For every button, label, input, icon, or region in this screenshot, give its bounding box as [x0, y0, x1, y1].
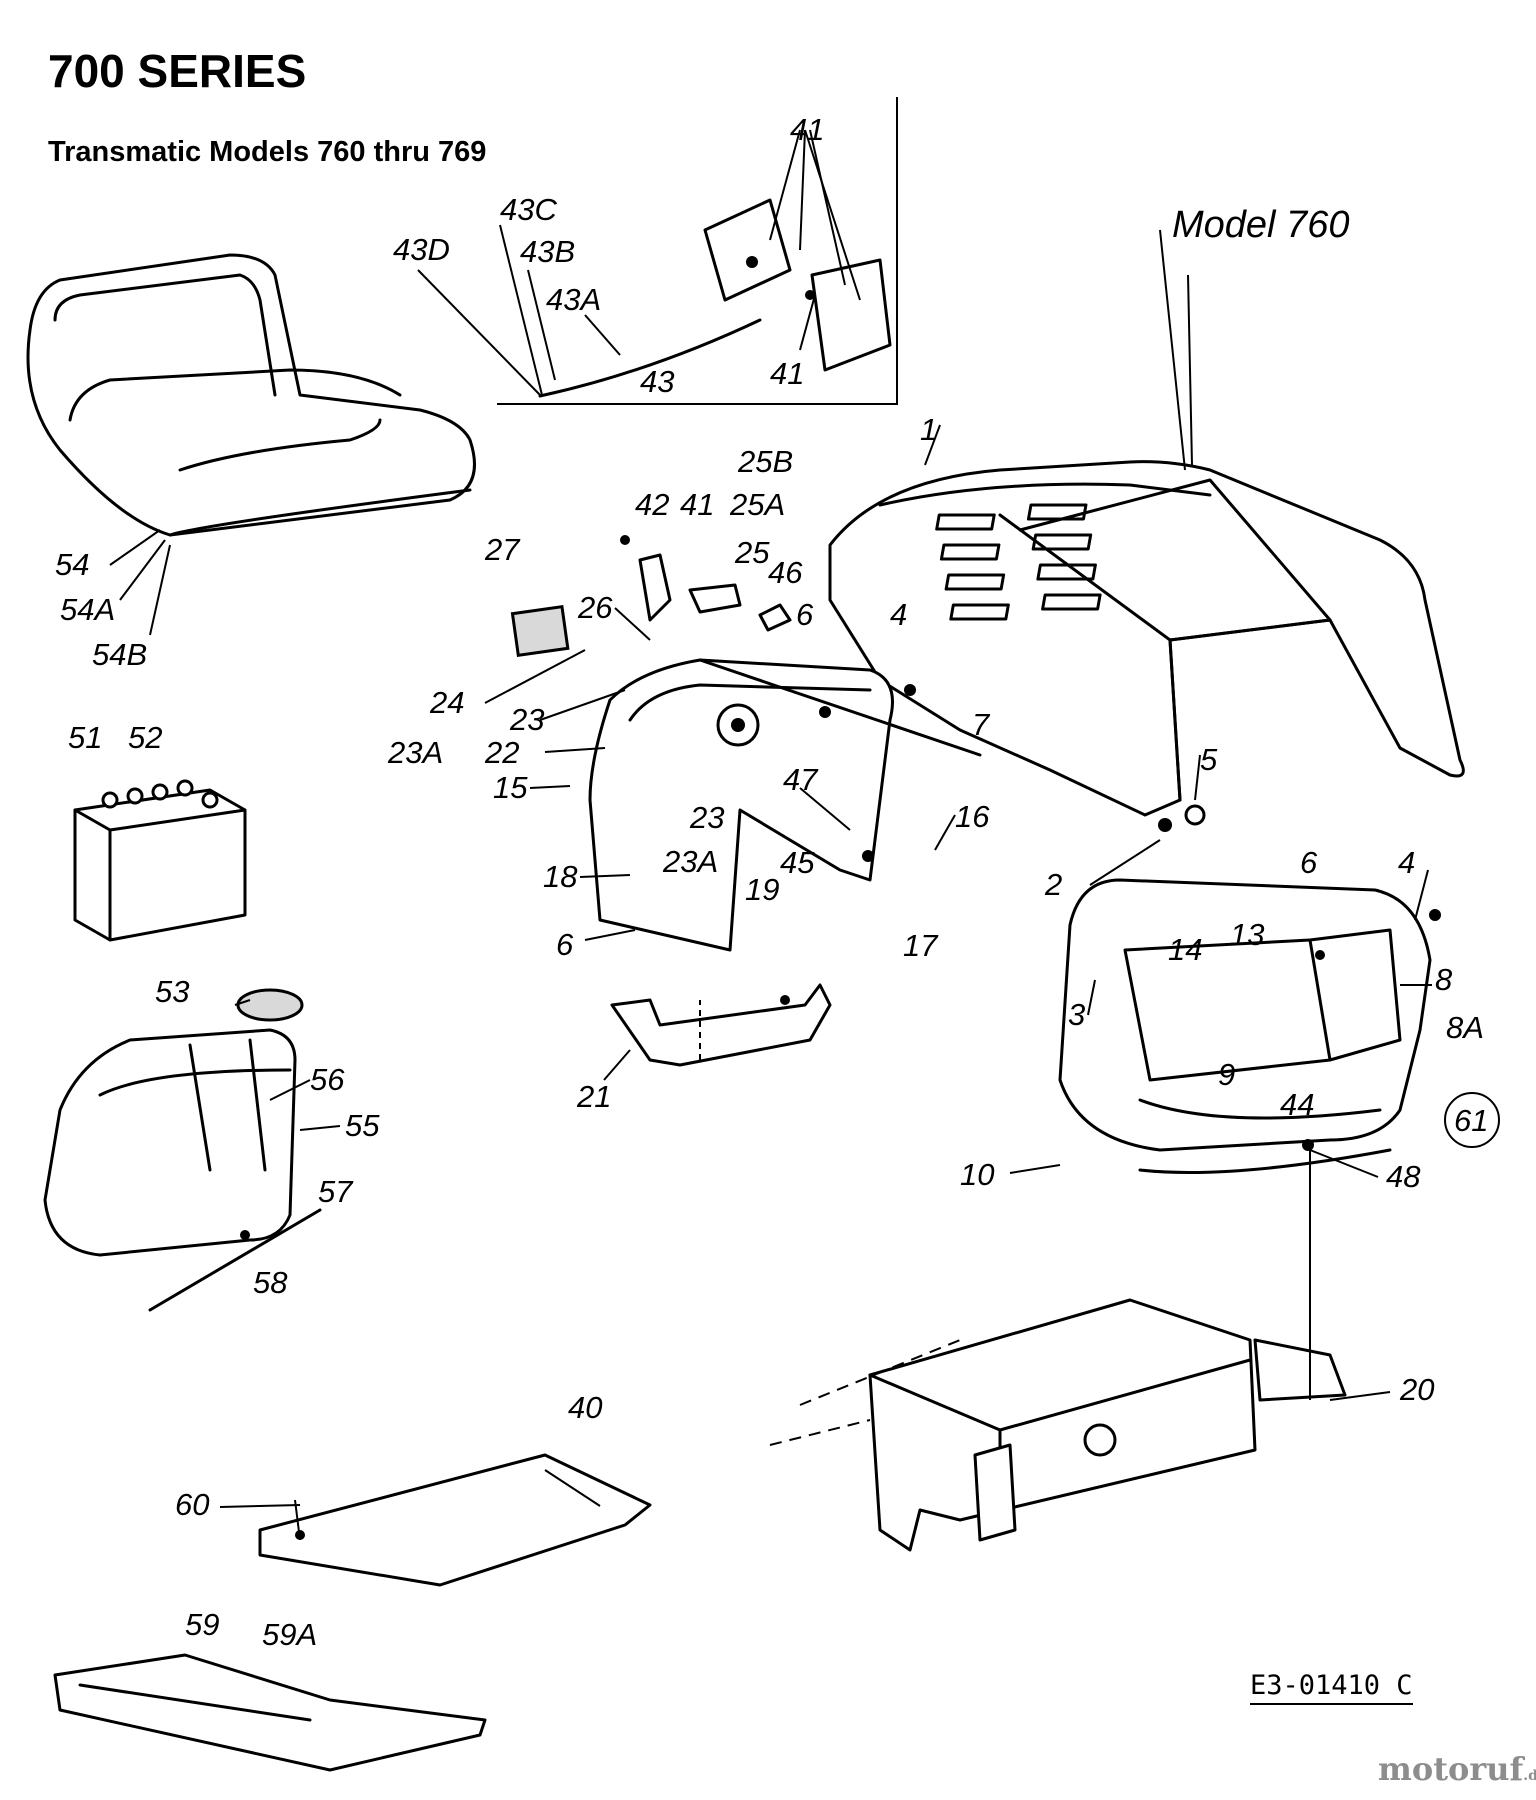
callout-55: 55: [345, 1108, 380, 1143]
callout-17: 17: [903, 928, 939, 963]
callout-59: 59: [185, 1607, 219, 1642]
callout-46: 46: [768, 555, 803, 590]
seat: [26, 253, 476, 636]
watermark-suffix: .de: [1523, 1768, 1536, 1784]
chassis-frame: [769, 1150, 1347, 1552]
callout-47: 47: [783, 762, 819, 797]
watermark: motoruf.de: [1378, 1750, 1536, 1788]
callout-43C: 43C: [500, 192, 557, 227]
callout-6-lower: 6: [556, 927, 574, 962]
callout-59A: 59A: [262, 1617, 317, 1652]
callout-54A: 54A: [60, 592, 115, 627]
battery: [73, 779, 247, 942]
callout-22: 22: [484, 735, 519, 770]
callout-7: 7: [972, 707, 991, 742]
callout-56: 56: [310, 1062, 345, 1097]
callout-20: 20: [1399, 1372, 1434, 1407]
callout-44: 44: [1280, 1087, 1314, 1122]
hood-vents: [935, 503, 1102, 621]
callout-2: 2: [1044, 867, 1062, 902]
callout-54: 54: [55, 547, 89, 582]
callout-24: 24: [429, 685, 464, 720]
callout-4-top: 4: [890, 597, 907, 632]
callout-45: 45: [780, 845, 815, 880]
callout-26: 26: [577, 590, 613, 625]
callout-57: 57: [318, 1174, 354, 1209]
dash-panel: [510, 535, 982, 952]
model-label: Model 760: [1172, 204, 1350, 246]
callout-48: 48: [1386, 1159, 1421, 1194]
callout-8A: 8A: [1446, 1010, 1484, 1045]
pedal-bracket: [610, 983, 832, 1067]
callout-23-left: 23: [509, 702, 544, 737]
callout-14: 14: [1168, 932, 1202, 967]
callout-52: 52: [128, 720, 162, 755]
callout-40: 40: [568, 1390, 602, 1425]
grille: [1058, 878, 1441, 1174]
callout-3: 3: [1068, 997, 1085, 1032]
callout-13: 13: [1230, 917, 1264, 952]
callout-53: 53: [155, 974, 189, 1009]
callout-23A-center: 23A: [662, 844, 718, 879]
callout-10: 10: [960, 1157, 994, 1192]
callout-43: 43: [640, 364, 674, 399]
callout-1: 1: [920, 412, 937, 447]
callout-61-ring: [1444, 1092, 1500, 1148]
callout-43D: 43D: [393, 232, 450, 267]
callout-4-right: 4: [1398, 845, 1415, 880]
callout-25B: 25B: [737, 444, 793, 479]
drawing-code: E3-01410 C: [1250, 1670, 1413, 1705]
callout-23A-left: 23A: [387, 735, 443, 770]
callout-54B: 54B: [92, 637, 147, 672]
callout-41-inset-top: 41: [790, 112, 824, 147]
hood: [828, 229, 1465, 832]
page-subtitle: Transmatic Models 760 thru 769: [48, 136, 487, 168]
fuel-tank: [43, 988, 322, 1312]
leader-lines: [219, 607, 1432, 1508]
callout-25: 25: [734, 535, 770, 570]
callout-9: 9: [1218, 1057, 1235, 1092]
inset-cable-assembly: [417, 129, 892, 398]
callout-58: 58: [253, 1265, 288, 1300]
callout-15: 15: [493, 770, 528, 805]
callout-41-dash: 41: [680, 487, 714, 522]
callout-16: 16: [955, 799, 990, 834]
foot-pad: [53, 1653, 487, 1772]
callout-19: 19: [745, 872, 779, 907]
callout-5: 5: [1200, 742, 1218, 777]
callout-27: 27: [484, 532, 521, 567]
callout-18: 18: [543, 859, 578, 894]
callout-42: 42: [635, 487, 669, 522]
callout-43A: 43A: [546, 282, 601, 317]
watermark-text: motoruf: [1378, 1750, 1524, 1788]
callout-51: 51: [68, 720, 102, 755]
callout-21: 21: [576, 1079, 611, 1114]
floor-plate: [258, 1453, 652, 1587]
callout-41-inset-bottom: 41: [770, 356, 804, 391]
page-title: 700 SERIES: [48, 45, 307, 97]
callout-23-center: 23: [689, 800, 724, 835]
callout-43B: 43B: [520, 234, 575, 269]
callout-6-grille: 6: [1300, 845, 1318, 880]
callout-25A: 25A: [729, 487, 785, 522]
callout-8: 8: [1435, 962, 1453, 997]
callout-labels: 1 2 3 4 4 5 6 6 6 7 8 8A 9 10 13 14 15 1…: [55, 112, 1488, 1652]
callout-6-dash: 6: [796, 597, 814, 632]
inset-frame: [497, 97, 898, 405]
callout-60: 60: [175, 1487, 209, 1522]
callout-61: 61: [1454, 1103, 1488, 1138]
